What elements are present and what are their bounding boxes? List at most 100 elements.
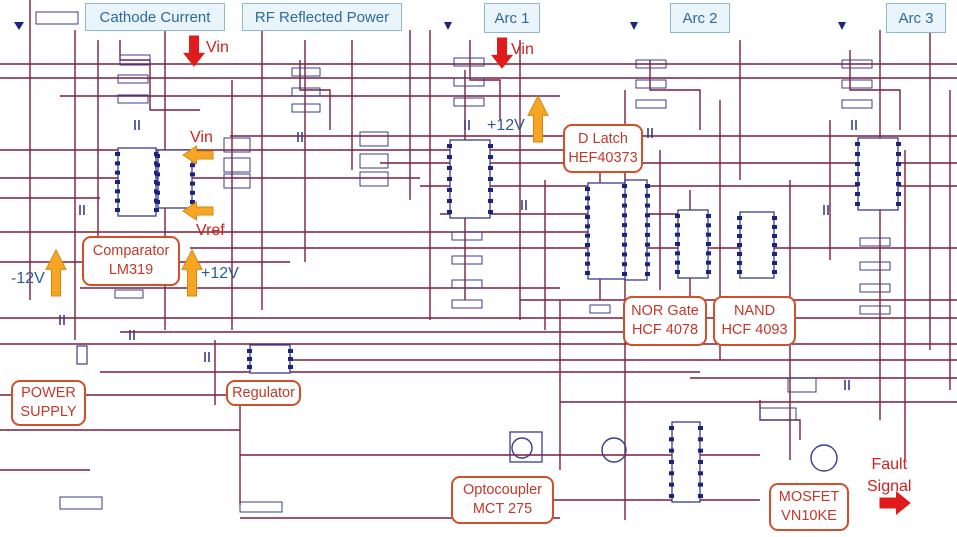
resistor	[119, 54, 151, 66]
ic-pin	[675, 232, 680, 237]
ic-pin	[706, 260, 711, 265]
ic-pin	[706, 270, 711, 274]
ic-pin	[585, 252, 590, 257]
callout-optocoupler-line2: MCT 275	[472, 501, 533, 517]
callout-comparator-line2: LM319	[108, 262, 154, 278]
resistor	[635, 59, 667, 69]
ic-pin	[855, 172, 860, 176]
ic-pin	[698, 437, 703, 442]
ic-pin	[698, 471, 703, 476]
ic-pin	[247, 357, 252, 361]
resistor	[359, 131, 389, 147]
ic-pin	[669, 494, 674, 498]
ic-chip	[622, 179, 650, 281]
ic-pin	[488, 177, 493, 181]
ic-pin	[855, 192, 860, 196]
label-vin-arc1: Vin	[511, 41, 534, 58]
ic-pin	[645, 193, 650, 198]
ic-pin	[737, 234, 742, 238]
ic-body	[249, 344, 291, 374]
optocoupler-body	[509, 431, 543, 463]
header-rf-reflected-power-label: RF Reflected Power	[254, 8, 390, 26]
header-arc3-label: Arc 3	[898, 9, 934, 27]
ic-pin	[706, 242, 711, 246]
ic-pin	[706, 251, 711, 256]
label-minus12v: -12V	[11, 270, 45, 287]
ic-pin	[706, 223, 711, 228]
ic-pin	[288, 349, 293, 353]
ic-pin	[488, 210, 493, 214]
ic-pin	[896, 192, 901, 196]
transistor	[511, 437, 533, 459]
label-fault-line2: Signal	[867, 478, 912, 495]
resistor	[451, 299, 483, 309]
ic-pin	[896, 142, 901, 146]
ic-pin	[896, 202, 901, 206]
resistor	[859, 237, 891, 247]
ic-pin	[896, 162, 901, 166]
callout-nor-gate: NOR Gate HCF 4078	[623, 296, 707, 346]
ic-pin	[698, 494, 703, 498]
ic-pin	[675, 223, 680, 228]
resistor	[117, 94, 149, 104]
ic-chip	[247, 344, 293, 374]
ic-pin	[488, 144, 493, 148]
ic-pin	[115, 198, 120, 203]
label-plus12v-comparator: +12V	[201, 265, 239, 282]
ic-pin	[698, 482, 703, 487]
ic-pin	[669, 448, 674, 453]
ic-pin	[675, 260, 680, 265]
ic-pin	[896, 182, 901, 186]
resistor	[451, 279, 483, 289]
resistor	[759, 407, 797, 421]
arrow-vin-arc1	[490, 37, 514, 69]
ic-pin	[488, 166, 493, 170]
callout-mosfet-line1: MOSFET	[778, 489, 840, 505]
callout-mosfet-line2: VN10KE	[781, 508, 837, 524]
resistor	[291, 67, 321, 77]
ic-pin	[698, 460, 703, 464]
ic-pin	[585, 243, 590, 247]
resistor	[359, 153, 389, 169]
resistor	[451, 255, 483, 265]
callout-power-supply-line2: SUPPLY	[20, 404, 77, 420]
ic-pin	[855, 182, 860, 186]
arrow-minus12v	[45, 248, 67, 297]
ic-pin	[115, 180, 120, 184]
resistor	[453, 77, 485, 87]
resistor	[841, 99, 873, 109]
ic-pin	[585, 271, 590, 275]
ic-chip	[675, 209, 711, 279]
ic-pin	[772, 261, 777, 265]
arrow-plus12v-arc1	[527, 94, 549, 143]
ic-pin	[585, 205, 590, 210]
ic-pin	[288, 365, 293, 369]
transistor	[810, 444, 838, 472]
ic-pin	[737, 225, 742, 229]
resistor	[223, 157, 251, 173]
ic-pin	[645, 232, 650, 237]
ic-pin	[896, 152, 901, 156]
header-arc3: Arc 3	[886, 3, 946, 33]
ic-pin	[190, 172, 195, 177]
power-connector	[76, 345, 88, 365]
ic-chip	[855, 137, 901, 211]
resistor	[859, 283, 891, 293]
ic-pin	[155, 172, 160, 177]
callout-nand-line2: HCF 4093	[721, 322, 788, 338]
callout-comparator: Comparator LM319	[82, 236, 180, 286]
ic-pin	[115, 208, 120, 212]
callout-nor-gate-line2: HCF 4078	[631, 322, 699, 338]
led-diode	[444, 22, 452, 30]
transistor	[601, 437, 627, 463]
callout-nand: NAND HCF 4093	[713, 296, 796, 346]
ic-pin	[855, 202, 860, 206]
ic-pin	[247, 349, 252, 353]
resistor	[59, 496, 103, 510]
resistor	[239, 501, 283, 513]
ic-pin	[706, 232, 711, 237]
callout-d-latch: D Latch HEF40373	[563, 124, 643, 173]
callout-nor-gate-line1: NOR Gate	[631, 303, 699, 319]
resistor	[291, 87, 321, 97]
ic-pin	[115, 152, 120, 156]
